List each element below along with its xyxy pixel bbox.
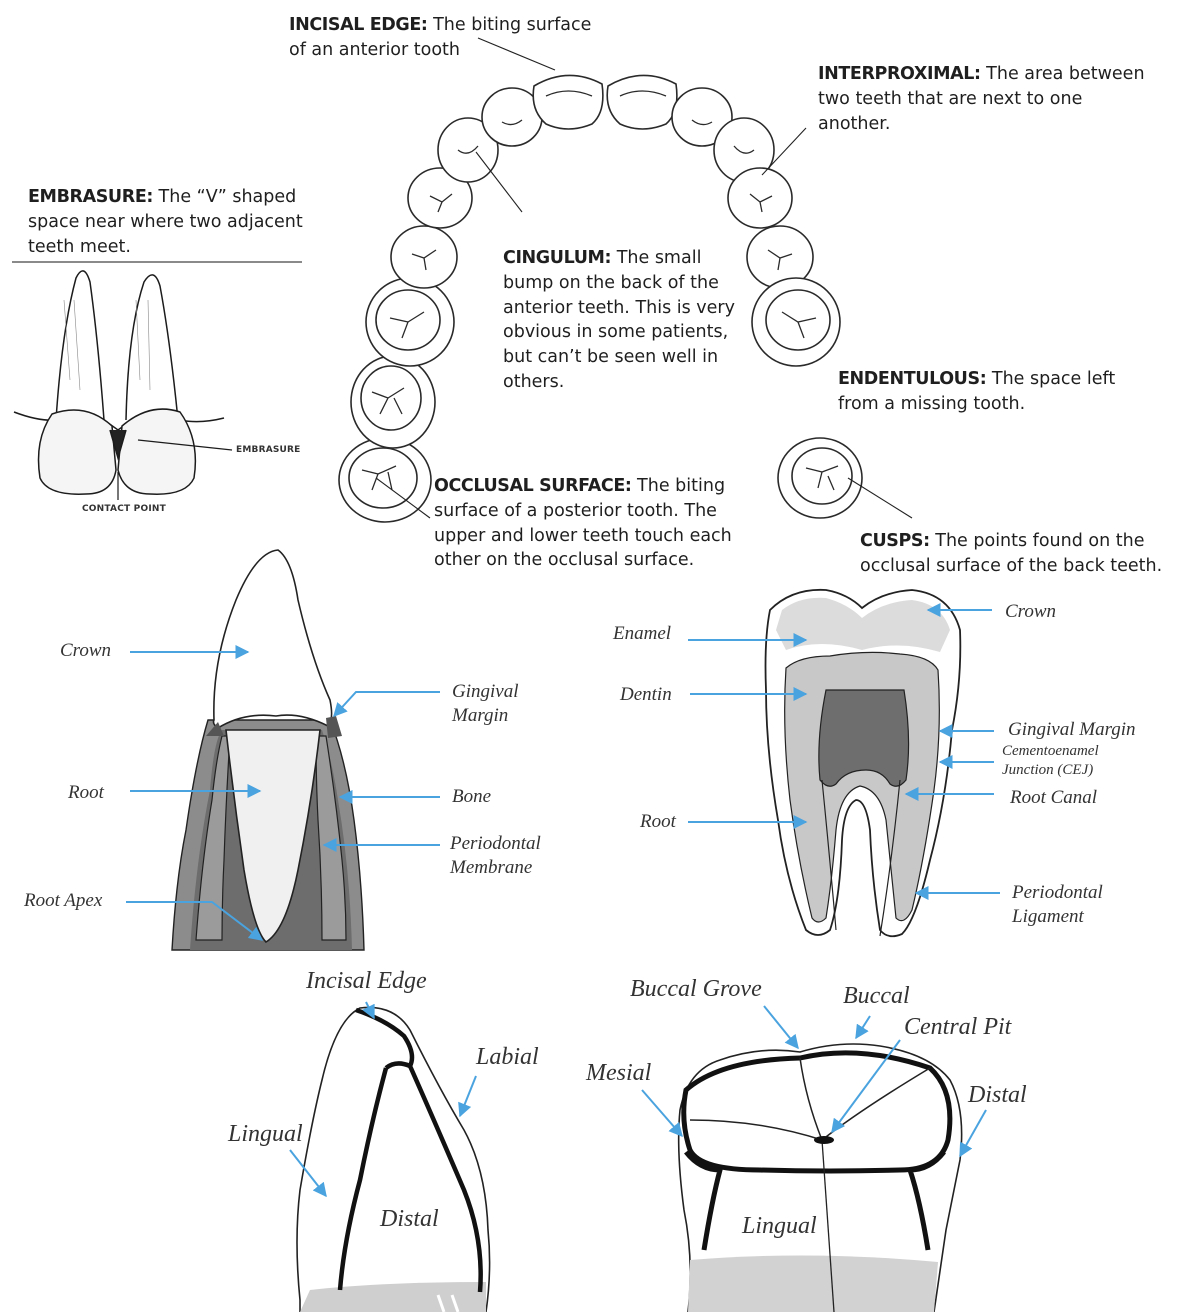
lingual-label-molar: Lingual (742, 1212, 817, 1240)
root-label: Root (68, 781, 104, 805)
definition-term: OCCLUSAL SURFACE: (434, 476, 631, 496)
cingulum-definition: CINGULUM: The small bump on the back of … (503, 246, 738, 395)
gingival-margin-label: Gingival Margin (452, 680, 542, 728)
left-molar-lower (339, 438, 431, 522)
anterior-cross-section (172, 550, 364, 950)
bone-label: Bone (452, 785, 491, 809)
incisor-surfaces (297, 1007, 490, 1312)
mesial-label: Mesial (586, 1059, 651, 1087)
embrasure-definition: EMBRASURE: The “V” shaped space near whe… (28, 185, 318, 259)
definition-term: ENDENTULOUS: (838, 369, 986, 389)
definition-text: The small bump on the back of the anteri… (503, 248, 735, 392)
buccal-grove-label: Buccal Grove (630, 975, 762, 1003)
distal-label-molar: Distal (968, 1081, 1027, 1109)
gingival-margin-label-molar: Gingival Margin (1008, 718, 1136, 742)
definition-term: INTERPROXIMAL: (818, 64, 981, 84)
periodontal-membrane-label: Periodontal Membrane (450, 832, 560, 880)
cej-label: Cementoenamel Junction (CEJ) (1002, 742, 1132, 780)
right-premolar-2 (752, 278, 840, 366)
embrasure-figure-label: EMBRASURE (236, 445, 301, 455)
left-premolar-1 (391, 226, 457, 288)
molar-surfaces (679, 1044, 962, 1312)
crown-label: Crown (60, 639, 111, 663)
buccal-label: Buccal (843, 982, 910, 1010)
definition-term: INCISAL EDGE: (289, 15, 428, 35)
right-central-incisor (607, 75, 677, 129)
central-pit-label: Central Pit (904, 1013, 1011, 1041)
root-canal-label: Root Canal (1010, 786, 1097, 810)
crown-label-molar: Crown (1005, 600, 1056, 624)
enamel-label: Enamel (613, 622, 671, 646)
embrasure-figure (12, 262, 302, 500)
cusps-definition: CUSPS: The points found on the occlusal … (860, 529, 1185, 579)
definition-term: EMBRASURE: (28, 187, 153, 207)
molar-cross-section (766, 590, 961, 936)
root-label-molar: Root (640, 810, 676, 834)
left-central-incisor (533, 75, 603, 129)
periodontal-ligament-label: Periodontal Ligament (1012, 881, 1122, 929)
dentin-label: Dentin (620, 683, 672, 707)
root-apex-label: Root Apex (24, 889, 102, 913)
lingual-label: Lingual (228, 1120, 303, 1148)
definition-term: CUSPS: (860, 531, 930, 551)
occlusal-surface-definition: OCCLUSAL SURFACE: The biting surface of … (434, 474, 754, 573)
incisal-edge-label: Incisal Edge (306, 967, 427, 995)
left-premolar-2 (366, 278, 454, 366)
distal-label: Distal (380, 1205, 439, 1233)
contact-point-label: CONTACT POINT (82, 504, 166, 514)
interproximal-definition: INTERPROXIMAL: The area between two teet… (818, 62, 1148, 136)
incisal-edge-definition: INCISAL EDGE: The biting surface of an a… (289, 13, 609, 63)
right-molar-lower (778, 438, 862, 518)
definition-term: CINGULUM: (503, 248, 611, 268)
right-canine-lat (728, 168, 792, 228)
endentulous-definition: ENDENTULOUS: The space left from a missi… (838, 367, 1138, 417)
labial-label: Labial (476, 1043, 539, 1071)
left-molar-upper (351, 356, 435, 448)
